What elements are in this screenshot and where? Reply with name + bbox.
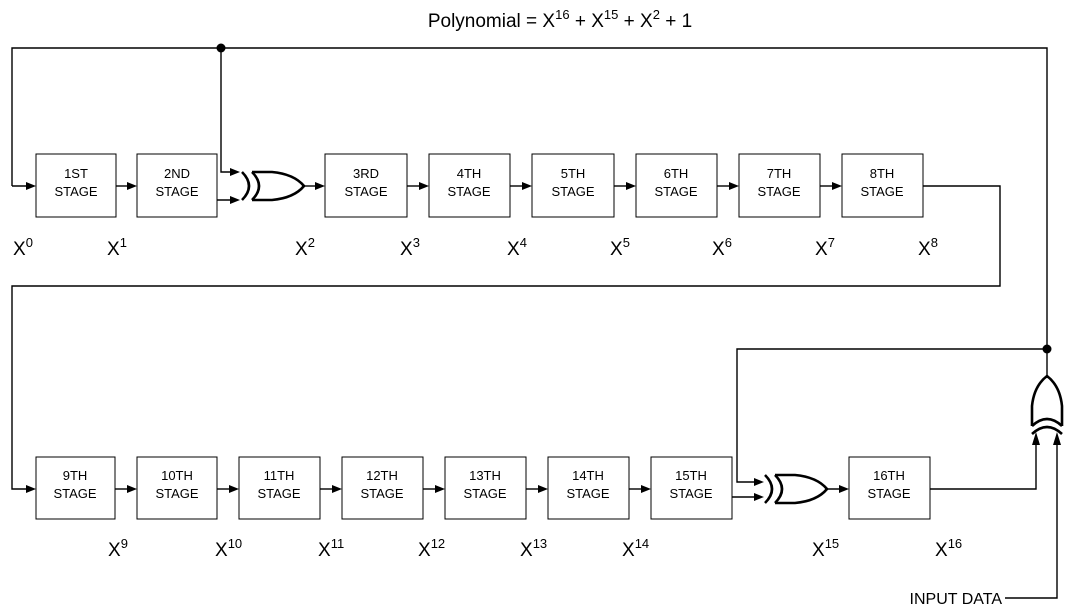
- svg-text:8TH: 8TH: [870, 166, 895, 181]
- stage-10: 10TH STAGE: [136, 456, 218, 520]
- stage-8: 8TH STAGE: [841, 153, 924, 218]
- svg-text:1ST: 1ST: [64, 166, 88, 181]
- svg-text:6TH: 6TH: [664, 166, 689, 181]
- label-x9: X9: [108, 536, 128, 561]
- input-data-label: INPUT DATA: [910, 591, 1003, 608]
- svg-text:10TH: 10TH: [161, 468, 193, 483]
- xor-gate-x2: [241, 170, 306, 202]
- stage-3: 3RD STAGE: [324, 153, 408, 218]
- stage-5: 5TH STAGE: [531, 153, 615, 218]
- svg-text:STAGE: STAGE: [155, 486, 198, 501]
- svg-text:15TH: 15TH: [675, 468, 707, 483]
- xor-gate-feedback: [1030, 374, 1064, 435]
- svg-text:STAGE: STAGE: [155, 184, 198, 199]
- svg-text:STAGE: STAGE: [257, 486, 300, 501]
- stage-boxes: 1ST STAGE 2ND STAGE 3RD STAGE 4TH STAGE …: [35, 153, 931, 520]
- junction-dot-top: [216, 43, 226, 53]
- power-labels: X0 X1 X2 X3 X4 X5 X6 X7 X8 X9 X10 X11 X1…: [13, 235, 962, 561]
- label-x4: X4: [507, 235, 527, 260]
- stage-13: 13TH STAGE: [444, 456, 527, 520]
- tap-x2: [220, 48, 234, 173]
- wire-stage8-stage9: [11, 185, 1001, 490]
- svg-text:STAGE: STAGE: [344, 184, 387, 199]
- stage-11: 11TH STAGE: [238, 456, 321, 520]
- stage-9: 9TH STAGE: [35, 456, 116, 520]
- label-x11: X11: [318, 536, 344, 561]
- wire-stage16-feedback-xor: [930, 442, 1037, 490]
- wires: [11, 47, 1058, 599]
- svg-text:STAGE: STAGE: [654, 184, 697, 199]
- label-x0: X0: [13, 235, 33, 260]
- stage-7: 7TH STAGE: [738, 153, 821, 218]
- stage-4: 4TH STAGE: [428, 153, 511, 218]
- label-x16: X16: [935, 536, 962, 561]
- svg-text:STAGE: STAGE: [551, 184, 594, 199]
- svg-text:5TH: 5TH: [561, 166, 586, 181]
- svg-text:2ND: 2ND: [164, 166, 190, 181]
- svg-text:14TH: 14TH: [572, 468, 604, 483]
- svg-text:STAGE: STAGE: [463, 486, 506, 501]
- tap-x15: [736, 348, 1047, 483]
- label-x3: X3: [400, 235, 420, 260]
- stage-12: 12TH STAGE: [341, 456, 424, 520]
- label-x6: X6: [712, 235, 732, 260]
- svg-text:STAGE: STAGE: [757, 184, 800, 199]
- wire-input-data: [1005, 442, 1058, 599]
- label-x14: X14: [622, 536, 649, 561]
- label-x13: X13: [520, 536, 547, 561]
- svg-text:STAGE: STAGE: [53, 486, 96, 501]
- label-x7: X7: [815, 235, 835, 260]
- stage-2: 2ND STAGE: [136, 153, 218, 218]
- svg-text:16TH: 16TH: [873, 468, 905, 483]
- stage-6: 6TH STAGE: [635, 153, 718, 218]
- xor-gate-x15: [764, 473, 829, 505]
- svg-text:STAGE: STAGE: [54, 184, 97, 199]
- svg-text:11TH: 11TH: [264, 468, 295, 483]
- svg-text:13TH: 13TH: [469, 468, 501, 483]
- svg-text:STAGE: STAGE: [860, 184, 903, 199]
- svg-text:STAGE: STAGE: [669, 486, 712, 501]
- label-x2: X2: [295, 235, 315, 260]
- svg-text:STAGE: STAGE: [566, 486, 609, 501]
- feedback-bus-top: [11, 47, 1048, 349]
- svg-text:4TH: 4TH: [457, 166, 482, 181]
- stage-1: 1ST STAGE: [35, 153, 117, 218]
- stage-14: 14TH STAGE: [547, 456, 630, 520]
- svg-text:STAGE: STAGE: [867, 486, 910, 501]
- polynomial-title: Polynomial = X16 + X15 + X2 + 1: [428, 7, 692, 32]
- label-x12: X12: [418, 536, 445, 561]
- label-x1: X1: [107, 235, 127, 260]
- label-x8: X8: [918, 235, 938, 260]
- stage-15: 15TH STAGE: [650, 456, 733, 520]
- svg-text:9TH: 9TH: [63, 468, 88, 483]
- svg-text:7TH: 7TH: [767, 166, 792, 181]
- label-x10: X10: [215, 536, 242, 561]
- svg-text:12TH: 12TH: [366, 468, 398, 483]
- stage-16: 16TH STAGE: [848, 456, 931, 520]
- label-x15: X15: [812, 536, 839, 561]
- svg-text:STAGE: STAGE: [360, 486, 403, 501]
- arrowheads: [26, 168, 1061, 501]
- label-x5: X5: [610, 235, 630, 260]
- svg-text:STAGE: STAGE: [447, 184, 490, 199]
- junction-dot-right: [1042, 344, 1052, 354]
- svg-text:3RD: 3RD: [353, 166, 379, 181]
